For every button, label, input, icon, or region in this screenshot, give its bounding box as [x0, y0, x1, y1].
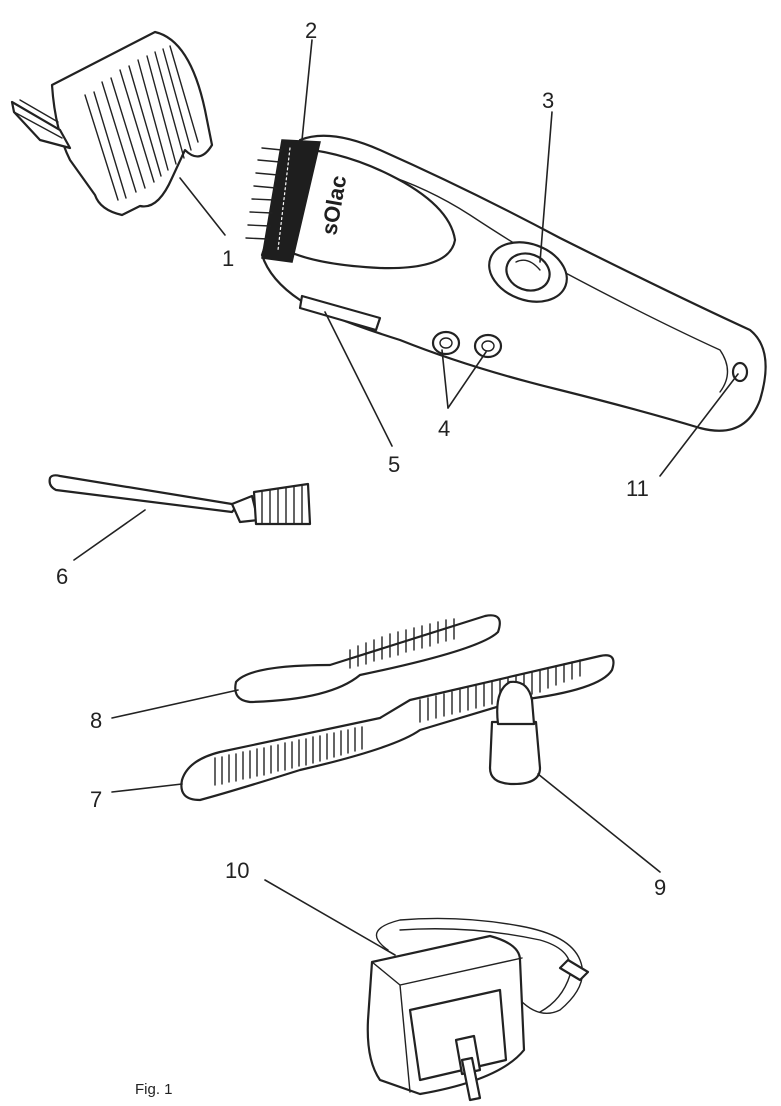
leader-lines — [73, 39, 739, 956]
length-lever — [298, 294, 382, 332]
figure-caption: Fig. 1 — [135, 1081, 173, 1098]
cleaning-brush — [48, 474, 312, 526]
callout-6: 6 — [56, 564, 68, 589]
leader-line-8 — [111, 689, 239, 719]
callout-5: 5 — [388, 452, 400, 477]
callout-2: 2 — [305, 18, 317, 43]
oil-bottle — [488, 680, 542, 786]
leader-line-6 — [73, 509, 146, 561]
callout-10: 10 — [225, 858, 249, 883]
callout-9: 9 — [654, 875, 666, 900]
leader-line-4b — [447, 351, 487, 409]
leader-line-4a — [441, 349, 449, 409]
leader-line-10 — [264, 879, 396, 956]
callout-labels: 1 2 3 4 5 6 7 8 9 10 11 — [56, 18, 666, 900]
leader-line-3 — [539, 111, 553, 263]
leader-line-2 — [301, 39, 313, 141]
charger-adapter — [366, 917, 590, 1102]
callout-7: 7 — [90, 787, 102, 812]
leader-line-5 — [324, 311, 393, 447]
callout-1: 1 — [222, 246, 234, 271]
adjustment-buttons — [431, 330, 503, 359]
small-comb — [234, 614, 501, 704]
leader-line-11 — [659, 373, 739, 477]
leader-line-7 — [111, 783, 183, 793]
callout-8: 8 — [90, 708, 102, 733]
comb-attachment — [10, 30, 214, 217]
callout-11: 11 — [626, 476, 649, 501]
callout-3: 3 — [542, 88, 554, 113]
leader-line-9 — [537, 773, 661, 873]
callout-4: 4 — [438, 416, 450, 441]
leader-line-1 — [179, 177, 226, 236]
blade — [245, 139, 321, 263]
hair-clipper: sOlac — [245, 134, 767, 432]
power-switch — [488, 241, 568, 303]
